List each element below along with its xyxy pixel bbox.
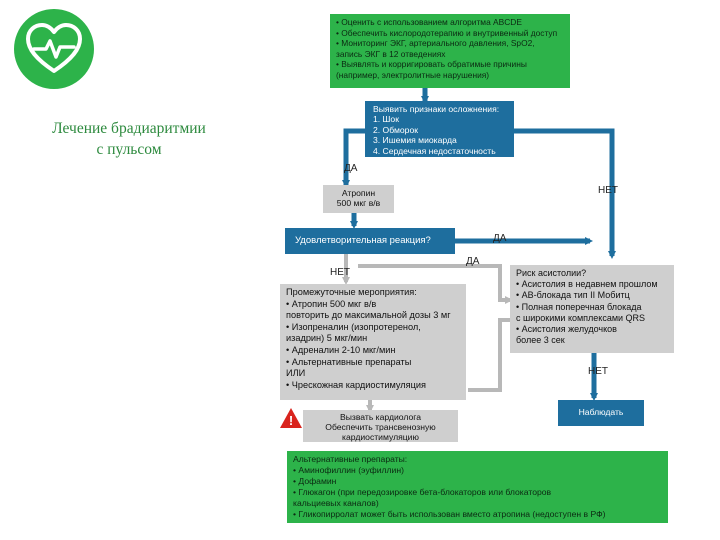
arrow-interim-to-asystole: [358, 264, 513, 304]
label-yes-asystole: ДА: [466, 256, 480, 267]
label-yes-adverse: ДА: [344, 163, 358, 174]
alternatives-box: Альтернативные препараты: • Аминофиллин …: [287, 451, 668, 523]
atropine-box: Атропин 500 мкг в/в: [323, 185, 394, 213]
label-no-asystole: НЕТ: [588, 366, 608, 377]
arrow-adverse-yes: [342, 128, 365, 188]
interim-measures-box: Промежуточные мероприятия: • Атропин 500…: [280, 284, 466, 400]
arrow-asystole-yes-back: [468, 318, 510, 392]
heart-pulse-icon: [26, 23, 82, 73]
warning-glyph: !: [289, 413, 293, 428]
asystole-risk-box: Риск асистолии? • Асистолия в недавнем п…: [510, 265, 674, 353]
heart-pulse-logo: [14, 9, 94, 89]
observe-box: Наблюдать: [558, 400, 644, 426]
label-yes-response: ДА: [493, 233, 507, 244]
expert-help-box: Вызвать кардиолога Обеспечить трансвеноз…: [303, 410, 458, 442]
slide-title: Лечение брадиаритмии с пульсом: [52, 120, 206, 158]
label-no-response: НЕТ: [330, 267, 350, 278]
satisfactory-response-box: Удовлетворительная реакция?: [285, 228, 455, 254]
assess-box: • Оценить с использованием алгоритма ABC…: [330, 14, 570, 88]
warning-triangle-icon: !: [280, 408, 302, 428]
arrow-adverse-no: [514, 128, 616, 259]
adverse-signs-box: Выявить признаки осложнения: 1. Шок 2. О…: [365, 101, 514, 157]
label-no-adverse: НЕТ: [598, 185, 618, 196]
